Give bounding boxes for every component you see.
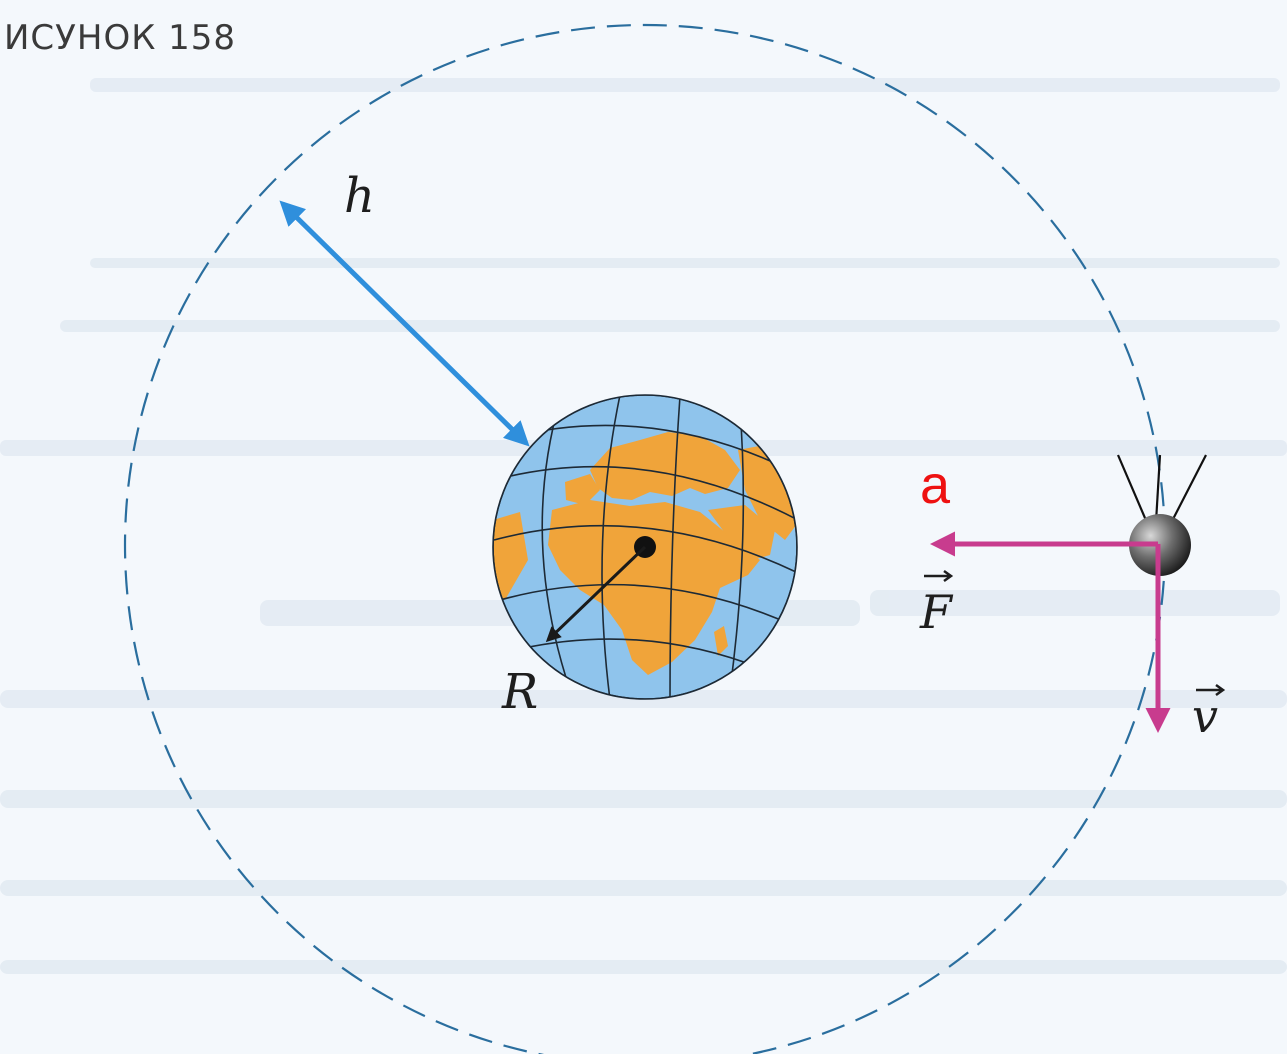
altitude-label: h bbox=[344, 168, 375, 224]
earth-radius-label: R bbox=[501, 664, 538, 720]
earth-radius-arrow bbox=[545, 545, 647, 643]
velocity-label: v bbox=[1192, 689, 1218, 743]
altitude-arrow bbox=[279, 200, 530, 447]
velocity-vector-bar bbox=[1196, 683, 1226, 697]
force-vector-bar bbox=[924, 569, 954, 583]
figure-caption: ИСУНОК 158 bbox=[4, 18, 237, 58]
satellite-icon bbox=[1116, 454, 1207, 576]
acceleration-annotation: a bbox=[920, 455, 951, 515]
force-label-group: F bbox=[919, 569, 954, 639]
globe-icon bbox=[492, 394, 798, 700]
velocity-label-group: v bbox=[1192, 683, 1226, 743]
force-label: F bbox=[919, 585, 954, 639]
